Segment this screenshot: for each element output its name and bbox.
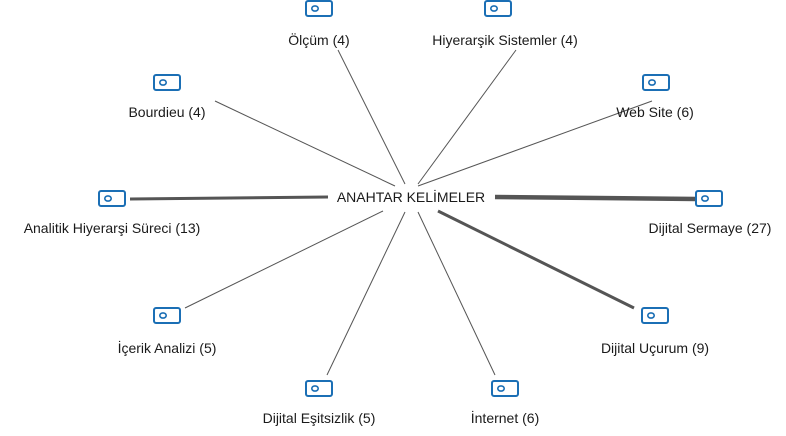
edge-analitik-hiyerarsi-sureci xyxy=(129,195,329,201)
center-node-label[interactable]: ANAHTAR KELİMELER xyxy=(337,188,485,205)
keyword-tag-icon xyxy=(484,0,512,17)
edge-web-site xyxy=(417,100,653,187)
node-dijital-sermaye[interactable]: Dijital Sermaye (27) xyxy=(649,190,772,236)
keyword-tag-icon xyxy=(305,380,333,397)
edges-layer xyxy=(129,49,698,376)
edge-icerik-analizi xyxy=(184,210,384,309)
keyword-tag-icon xyxy=(305,0,333,17)
edge-dijital-esitsizlik xyxy=(326,211,406,376)
keyword-tag-icon xyxy=(641,307,669,324)
node-label: Web Site (6) xyxy=(616,104,694,120)
keyword-tag-icon xyxy=(642,74,670,91)
node-hiyerarsik-sistemler[interactable]: Hiyerarşik Sistemler (4) xyxy=(432,0,578,48)
edge-olcum xyxy=(337,49,406,185)
node-icerik-analizi[interactable]: İçerik Analizi (5) xyxy=(118,307,217,356)
edge-bourdieu xyxy=(214,100,396,187)
node-olcum[interactable]: Ölçüm (4) xyxy=(288,0,350,48)
node-internet[interactable]: İnternet (6) xyxy=(471,380,539,426)
node-analitik-hiyerarsi-sureci[interactable]: Analitik Hiyerarşi Süreci (13) xyxy=(24,190,201,236)
node-label: İçerik Analizi (5) xyxy=(118,339,217,356)
keyword-tag-icon xyxy=(491,380,519,397)
edge-dijital-sermaye xyxy=(494,194,698,202)
node-label: İnternet (6) xyxy=(471,409,539,426)
node-label: Ölçüm (4) xyxy=(288,31,349,48)
edge-internet xyxy=(417,211,496,376)
node-web-site[interactable]: Web Site (6) xyxy=(616,74,694,120)
node-dijital-ucurum[interactable]: Dijital Uçurum (9) xyxy=(601,307,709,356)
node-label: Dijital Uçurum (9) xyxy=(601,340,709,356)
keyword-tag-icon xyxy=(98,190,126,207)
node-label: Dijital Sermaye (27) xyxy=(649,220,772,236)
keyword-tag-icon xyxy=(153,74,181,91)
node-label: Analitik Hiyerarşi Süreci (13) xyxy=(24,220,201,236)
node-bourdieu[interactable]: Bourdieu (4) xyxy=(128,74,206,120)
edge-hiyerarsik-sistemler xyxy=(417,49,517,185)
node-label: Bourdieu (4) xyxy=(128,104,205,120)
node-label: Dijital Eşitsizlik (5) xyxy=(263,410,376,426)
keyword-tag-icon xyxy=(153,307,181,324)
nodes-layer: Ölçüm (4) Hiyerarşik Sistemler (4) Bourdie… xyxy=(24,0,772,426)
edge-dijital-ucurum xyxy=(437,209,635,310)
keyword-tag-icon xyxy=(695,190,723,207)
node-label: Hiyerarşik Sistemler (4) xyxy=(432,32,577,48)
node-dijital-esitsizlik[interactable]: Dijital Eşitsizlik (5) xyxy=(263,380,376,426)
